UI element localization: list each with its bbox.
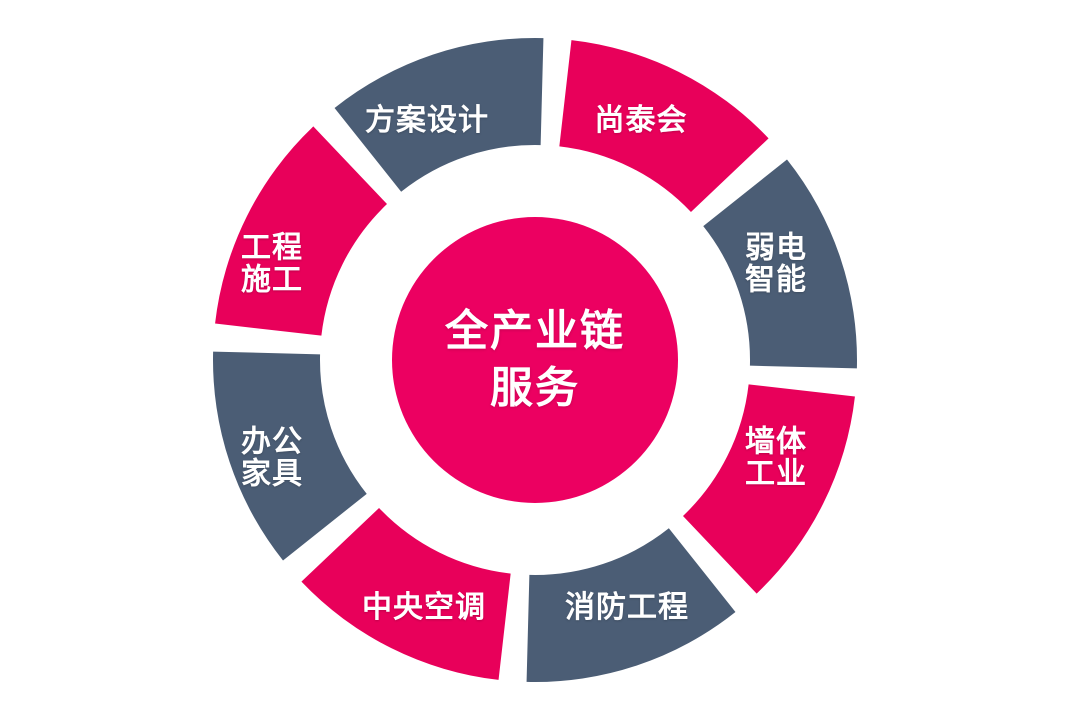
ring-segment-qiangti-gongye[interactable] [683,384,855,594]
ring-segment-shangtaihui[interactable] [559,40,769,212]
ring-segment-zhongyang-kongtiao[interactable] [301,508,511,680]
ring-segment-gongcheng-shigong[interactable] [215,126,387,336]
ring-segment-fangan-sheji[interactable] [334,37,544,192]
center-circle[interactable] [392,217,678,503]
ring-segment-xiaofang-gongcheng[interactable] [526,528,736,683]
ring-segment-bangong-jiaju[interactable] [212,351,367,561]
ring-segment-ruodian-zhineng[interactable] [703,159,858,369]
